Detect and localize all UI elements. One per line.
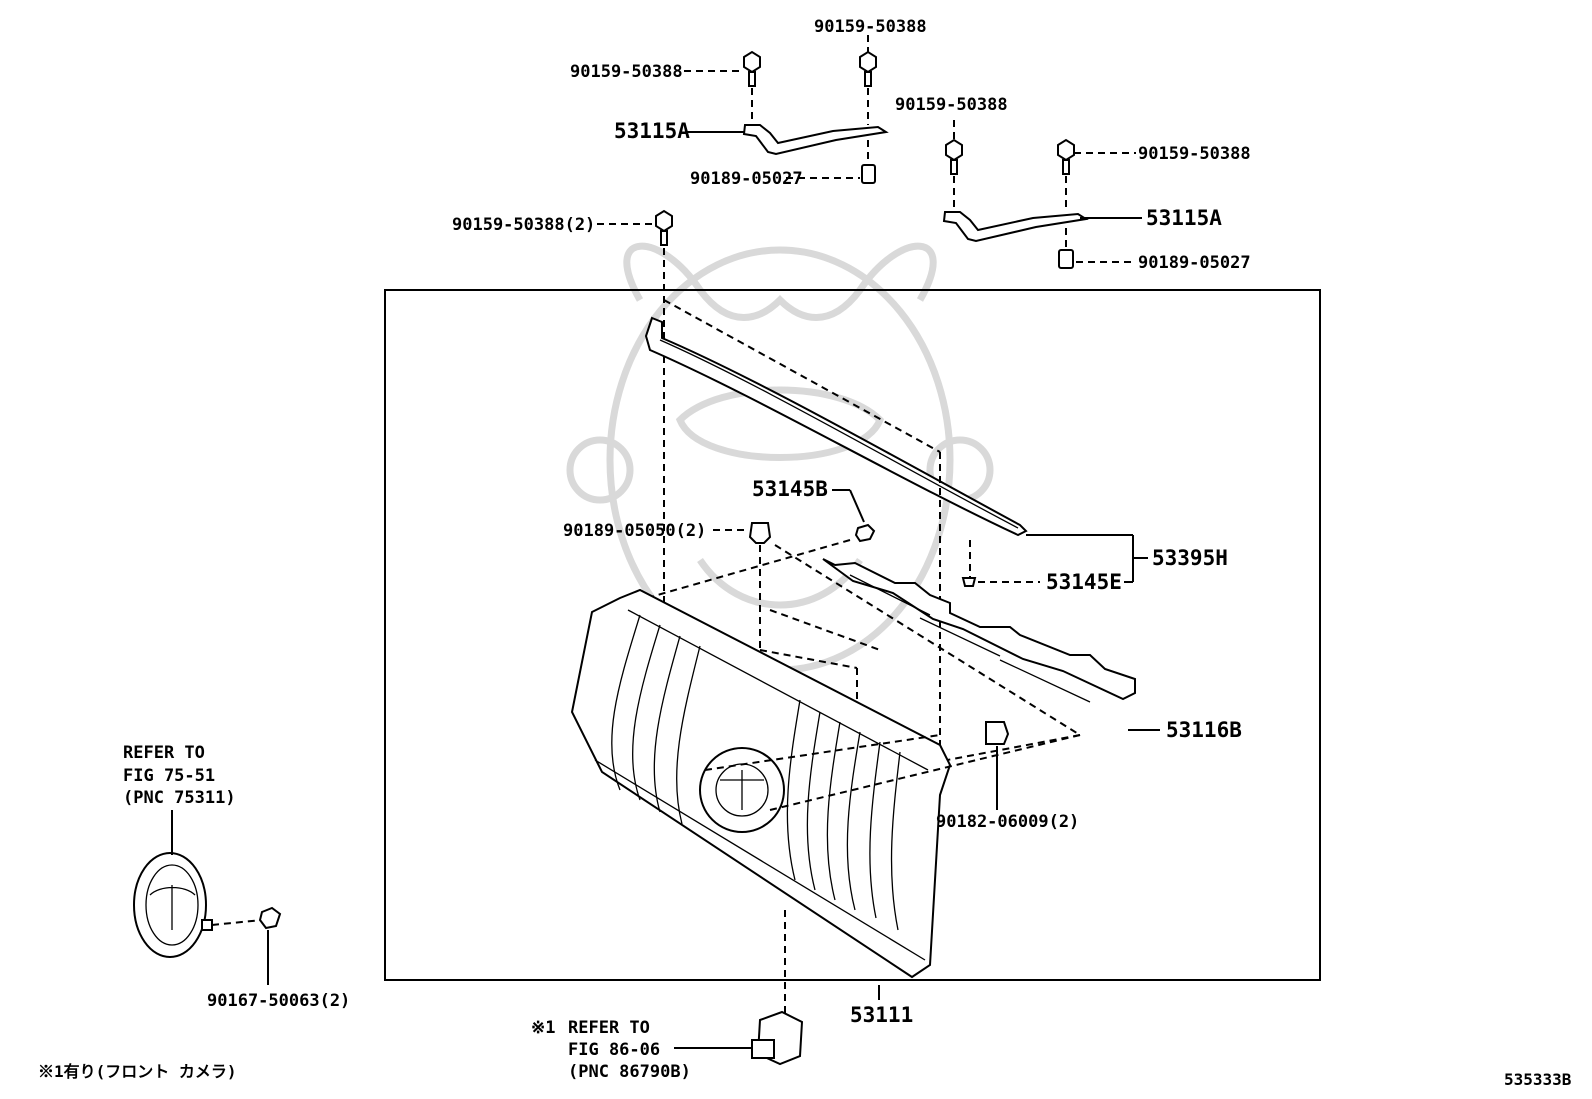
part-label-bolt-top[interactable]: 90159-50388 [814, 17, 927, 37]
bolt-icon [1057, 138, 1075, 175]
nut-icon [1058, 249, 1074, 269]
camera-ref-line-3: (PNC 86790B) [568, 1062, 691, 1082]
clip-icon [961, 577, 977, 587]
screw-icon [258, 906, 282, 930]
headlamp-ref-line-1: REFER TO [123, 743, 205, 763]
clip-icon [854, 523, 876, 543]
retainer-icon [822, 558, 1136, 701]
bracket-icon [742, 124, 889, 156]
part-label-bracket-left[interactable]: 53115A [614, 119, 690, 143]
part-label-retainer[interactable]: 53116B [1166, 718, 1242, 742]
nut-icon [861, 164, 876, 184]
clip-icon [748, 522, 772, 544]
nut-icon [985, 721, 1010, 745]
camera-ref-line-1: REFER TO [568, 1018, 650, 1038]
part-label-nut-left[interactable]: 90189-05027 [690, 169, 803, 189]
headlamp-ref-line-3: (PNC 75311) [123, 788, 236, 808]
bracket-group-left [684, 35, 889, 184]
part-label-clip-53145e[interactable]: 53145E [1046, 570, 1122, 594]
emblem-lamp-icon [133, 852, 213, 958]
part-label-screw-90167[interactable]: 90167-50063(2) [207, 991, 350, 1011]
part-label-molding[interactable]: 53395H [1152, 546, 1228, 570]
camera-ref-mark: ※1 [531, 1018, 555, 1038]
assembly-frame [384, 289, 1321, 981]
bolt-icon [655, 209, 673, 246]
bracket-group-right [942, 120, 1142, 269]
part-label-bolt-grille[interactable]: 90159-50388(2) [452, 215, 595, 235]
part-label-bolt-right[interactable]: 90159-50388 [1138, 144, 1251, 164]
part-label-nut-90182[interactable]: 90182-06009(2) [936, 812, 1079, 832]
bracket-icon [942, 211, 1089, 243]
part-label-bolt-mid[interactable]: 90159-50388 [895, 95, 1008, 115]
part-label-clip-53145b[interactable]: 53145B [752, 477, 828, 501]
part-label-nut-right[interactable]: 90189-05027 [1138, 253, 1251, 273]
part-label-bolt-left[interactable]: 90159-50388 [570, 62, 683, 82]
bolt-icon [945, 138, 963, 175]
camera-ref-line-2: FIG 86-06 [568, 1040, 660, 1060]
headlamp-ref-line-2: FIG 75-51 [123, 766, 215, 786]
part-label-clip-90189[interactable]: 90189-05050(2) [563, 521, 706, 541]
part-label-bracket-right[interactable]: 53115A [1146, 206, 1222, 230]
diagram-id: 535333B [1504, 1070, 1572, 1089]
bolt-icon [743, 50, 761, 87]
footnote: ※1有り(フロント カメラ) [38, 1062, 237, 1081]
part-label-grille[interactable]: 53111 [850, 1003, 913, 1027]
radiator-grille-icon [570, 588, 952, 979]
front-camera-icon [751, 1010, 804, 1066]
bolt-icon [859, 50, 877, 87]
